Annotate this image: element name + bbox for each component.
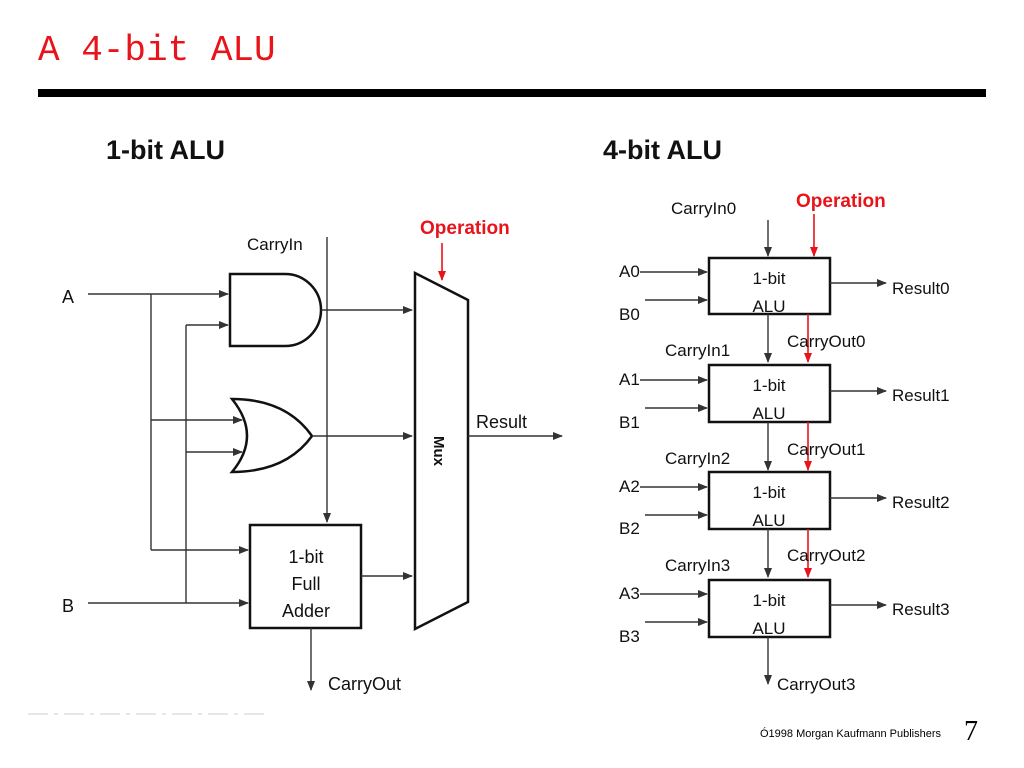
stage-0-result-label: Result0	[892, 279, 950, 298]
carry-in0-label: CarryIn0	[671, 199, 736, 218]
result-label: Result	[476, 412, 527, 432]
input-b-label: B	[62, 596, 74, 616]
alu-stage-1: CarryIn1 A1 B1 1-bit ALU Result1 CarryOu…	[619, 341, 950, 471]
stage-1-carry-out-label: CarryOut1	[787, 440, 865, 459]
carry-in-label: CarryIn	[247, 235, 303, 254]
stage-0-b-label: B0	[619, 305, 640, 324]
one-bit-alu: 1-bit ALU A B CarryIn 1-bit Full Adder C…	[62, 135, 563, 694]
stage-3-box	[707, 578, 832, 639]
stage-2-line2: ALU	[752, 511, 785, 530]
stage-1-line2: ALU	[752, 404, 785, 423]
alu-stage-2: CarryIn2 A2 B2 1-bit ALU Result2 CarryOu…	[619, 449, 950, 578]
stage-1-carry-in-label: CarryIn1	[665, 341, 730, 360]
stage-0-a-label: A0	[619, 262, 640, 281]
stage-0-carry-out-label: CarryOut0	[787, 332, 865, 351]
carry-out-label: CarryOut	[328, 674, 401, 694]
alu-stage-3: CarryIn3 A3 B3 1-bit ALU Result3 CarryOu…	[619, 556, 950, 694]
stage-2-carry-in-label: CarryIn2	[665, 449, 730, 468]
adder-label-line2: Full	[291, 574, 320, 594]
stage-3-a-label: A3	[619, 584, 640, 603]
stage-3-carry-in-label: CarryIn3	[665, 556, 730, 575]
stage-2-carry-out-label: CarryOut2	[787, 546, 865, 565]
stage-0-box	[707, 256, 832, 316]
stage-2-a-label: A2	[619, 477, 640, 496]
stage-3-line1: 1-bit	[752, 591, 785, 610]
stage-0-line1: 1-bit	[752, 269, 785, 288]
four-bit-alu-heading: 4-bit ALU	[603, 135, 722, 165]
page-number: 7	[964, 716, 978, 747]
slide-title: A 4-bit ALU	[38, 30, 276, 71]
stage-1-a-label: A1	[619, 370, 640, 389]
operation-label-right: Operation	[796, 191, 886, 212]
stage-3-line2: ALU	[752, 619, 785, 638]
mux-shape	[413, 270, 470, 632]
footer-credit: Ó1998 Morgan Kaufmann Publishers	[760, 728, 941, 740]
stage-1-box	[707, 363, 832, 424]
stage-3-b-label: B3	[619, 627, 640, 646]
stage-1-line1: 1-bit	[752, 376, 785, 395]
mux-label: Mux	[430, 436, 447, 467]
stage-3-result-label: Result3	[892, 600, 950, 619]
input-a-label: A	[62, 287, 74, 307]
stage-3-carry-out-label: CarryOut3	[777, 675, 855, 694]
stage-2-result-label: Result2	[892, 493, 950, 512]
operation-label-left: Operation	[420, 218, 510, 239]
one-bit-alu-heading: 1-bit ALU	[106, 135, 225, 165]
stage-2-box	[707, 470, 832, 531]
stage-0-line2: ALU	[752, 297, 785, 316]
stage-2-line1: 1-bit	[752, 483, 785, 502]
adder-label-line1: 1-bit	[288, 547, 323, 567]
stage-1-b-label: B1	[619, 413, 640, 432]
alu-stage-0: A0 B0 1-bit ALU Result0 CarryOut0	[619, 256, 950, 363]
stage-1-result-label: Result1	[892, 386, 950, 405]
and-gate	[228, 272, 323, 348]
adder-label-line3: Adder	[282, 601, 330, 621]
title-rule	[38, 89, 986, 97]
full-adder-box	[248, 523, 363, 630]
stage-2-b-label: B2	[619, 519, 640, 538]
or-gate	[229, 397, 314, 474]
four-bit-alu: 4-bit ALU CarryIn0 Operation A0 B0 1-bit…	[603, 135, 950, 694]
